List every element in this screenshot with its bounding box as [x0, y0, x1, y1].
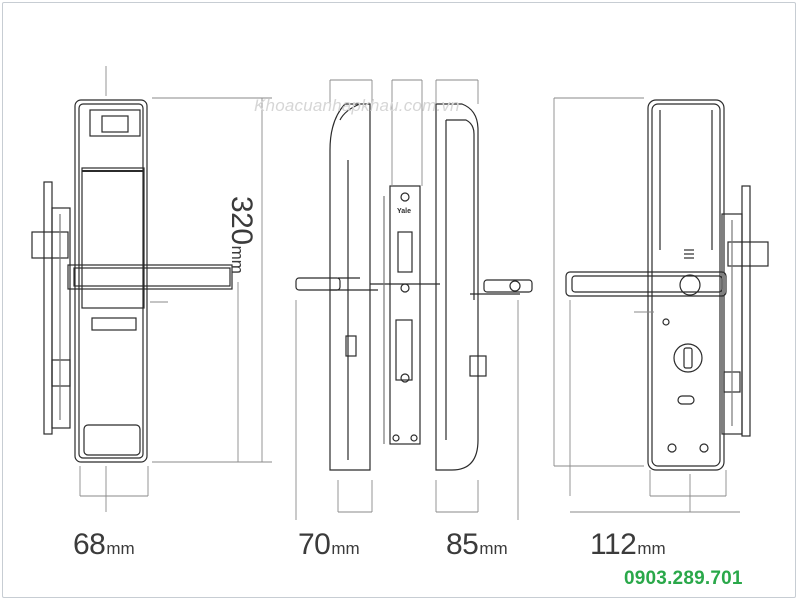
strike-plate-dimensions — [391, 79, 423, 186]
side-view-85 — [435, 103, 533, 471]
height-unit: mm — [228, 245, 247, 274]
width-value: 70 — [298, 528, 331, 561]
back-view — [565, 99, 769, 471]
back-view-dimensions — [553, 97, 740, 513]
width-label-side-70: 70mm — [298, 528, 360, 562]
width-unit: mm — [331, 539, 360, 558]
width-unit: mm — [637, 539, 666, 558]
height-dimension-label: 320mm — [148, 196, 258, 276]
side-view-85-dimensions — [435, 79, 519, 520]
watermark-text: Khoacuanhapkhau.com.vn — [254, 96, 460, 115]
width-unit: mm — [479, 539, 508, 558]
strike-plate-brand: Yale — [397, 208, 411, 215]
width-label-side-85: 85mm — [446, 528, 508, 562]
front-view-dimensions — [79, 66, 272, 512]
width-value: 85 — [446, 528, 479, 561]
strike-plate — [370, 185, 440, 445]
phone-number: 0903.289.701 — [624, 568, 743, 589]
width-unit: mm — [106, 539, 135, 558]
width-label-back: 112mm — [590, 528, 666, 562]
front-view-outer — [31, 99, 233, 463]
width-value: 68 — [73, 528, 106, 561]
width-value: 112 — [590, 528, 637, 561]
side-view-70-dimensions — [295, 79, 373, 520]
side-view-70 — [295, 103, 378, 471]
height-value: 320 — [225, 196, 258, 245]
width-label-front: 68mm — [73, 528, 135, 562]
